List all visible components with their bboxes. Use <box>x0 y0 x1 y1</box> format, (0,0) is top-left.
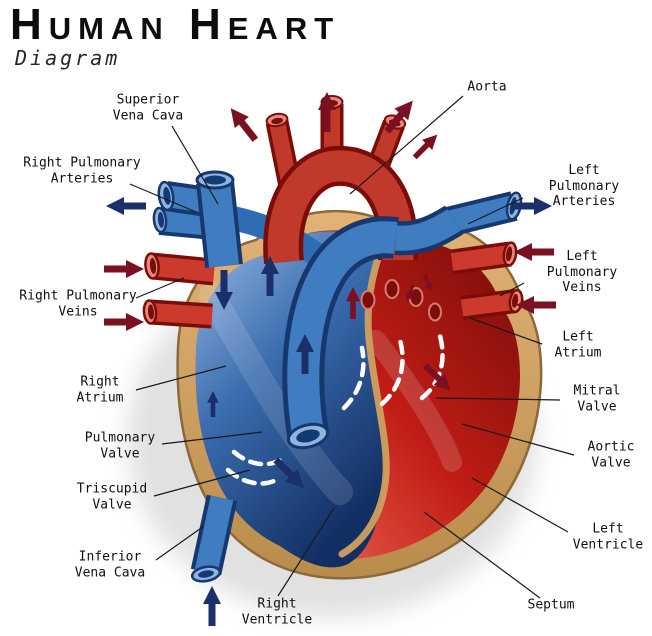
label-aorta: Aorta <box>467 79 507 95</box>
right-pulmonary-vein-tubes <box>142 252 216 329</box>
label-right-ventricle: Right Ventricle <box>241 596 313 628</box>
label-left-ventricle: Left Ventricle <box>572 521 644 553</box>
leader-lines <box>129 95 575 599</box>
label-superior-vena-cava: Superior Vena Cava <box>112 92 184 124</box>
label-pulmonary-valve: Pulmonary Valve <box>84 430 156 462</box>
label-mitral-valve: Mitral Valve <box>573 383 621 415</box>
label-aortic-valve: Aortic Valve <box>587 439 635 471</box>
label-septum: Septum <box>527 597 575 613</box>
label-left-atrium: Left Atrium <box>554 329 602 361</box>
superior-vena-cava-tube <box>195 170 243 269</box>
red-sheen <box>366 330 462 472</box>
pulmonary-vein-openings <box>360 279 442 322</box>
label-inferior-vena-cava: Inferior Vena Cava <box>74 549 146 581</box>
label-left-pulmonary-arteries: Left Pulmonary Arteries <box>548 162 620 209</box>
left-pulmonary-artery-tube <box>444 191 523 237</box>
pulmonary-trunk-vessel <box>282 205 464 450</box>
left-pulmonary-vein-tubes <box>450 241 524 320</box>
label-right-atrium: Right Atrium <box>76 374 124 406</box>
inferior-vena-cava-tube <box>190 494 238 583</box>
blue-sheen <box>199 283 353 505</box>
valve-dashes-mitral-aortic <box>341 333 445 411</box>
label-left-pulmonary-veins: Left Pulmonary Veins <box>546 248 618 295</box>
page-subtitle: Diagram <box>15 46 121 70</box>
label-right-pulmonary-veins: Right Pulmonary Veins <box>19 288 137 320</box>
label-right-pulmonary-arteries: Right Pulmonary Arteries <box>23 155 141 187</box>
label-triscupid-valve: Triscupid Valve <box>76 481 148 513</box>
page-title: Human Heart <box>10 0 341 49</box>
